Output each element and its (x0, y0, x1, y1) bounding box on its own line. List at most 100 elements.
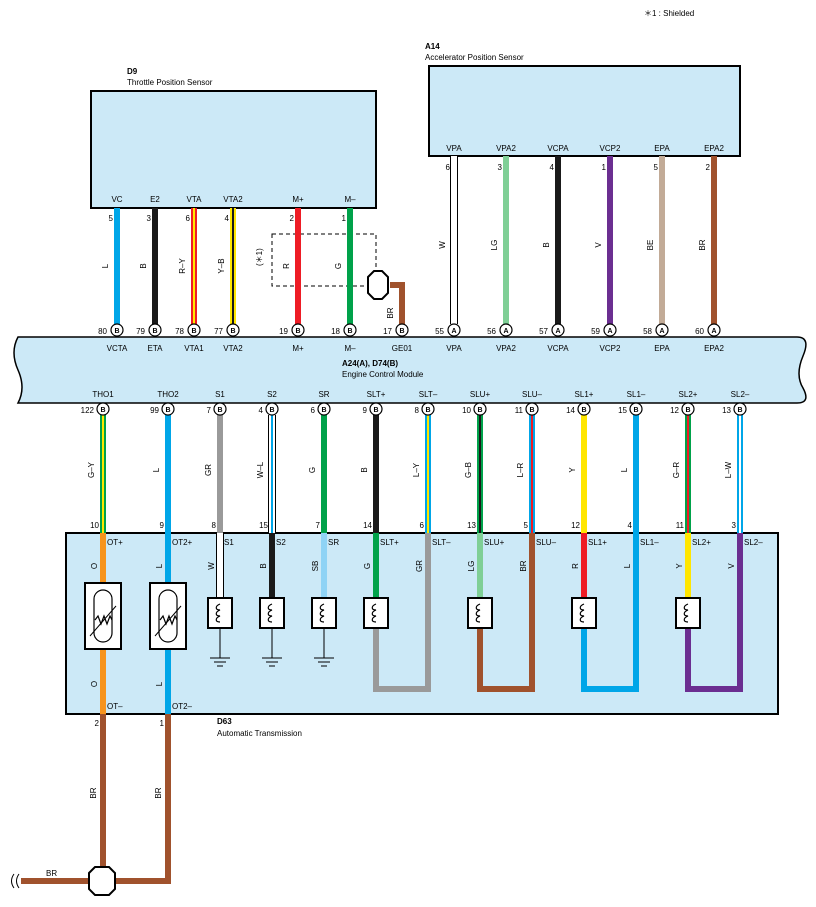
tm-pin-number: 3 (732, 521, 737, 530)
solenoid-box (207, 597, 233, 629)
solenoid-box (675, 597, 701, 629)
connector-circle (681, 402, 695, 416)
wire-color-label: L (623, 563, 632, 568)
wire-color-label: L (152, 467, 161, 472)
ecm-pin-number: 56 (487, 327, 496, 336)
d63-name: Automatic Transmission (217, 729, 302, 738)
connector-circle (551, 323, 565, 337)
wire-color-label: L (155, 681, 164, 686)
wire-color-label: L (101, 263, 110, 268)
wire-color-label: G–Y (87, 461, 96, 478)
ecm-pin-number: 4 (259, 406, 264, 415)
connector-letter: A (711, 328, 716, 335)
solenoid-coil (319, 603, 325, 623)
a14-pin-name: VCPA (547, 144, 569, 153)
solenoid-coil (267, 603, 273, 623)
wire-color-label: R–Y (178, 258, 187, 274)
ecm-pin-label: EPA (654, 344, 670, 353)
wire-color-label: BR (519, 560, 528, 571)
thermistor-zigzag (94, 614, 113, 626)
solenoid-coil (475, 603, 481, 623)
wire-color-label: LG (467, 561, 476, 572)
wire-color-label: Y (675, 563, 684, 569)
tm-pin-number: 14 (363, 521, 372, 530)
wire-color-label: G–R (672, 462, 681, 479)
throttle-sensor-box (90, 90, 377, 209)
ecm-pin-label: VPA2 (496, 344, 516, 353)
wire-color-label: L (620, 467, 629, 472)
ecm-pin-number: 10 (462, 406, 471, 415)
a14-pin-number: 6 (446, 163, 451, 172)
connector-letter: B (633, 407, 638, 414)
tm-pin-label: S2 (276, 538, 286, 547)
ecm-name: Engine Control Module (342, 370, 424, 379)
d9-pin-name: M+ (292, 195, 304, 204)
return-loop-wire (373, 533, 431, 692)
ge01-wire (390, 282, 405, 325)
ecm-code: A24(A), D74(B) (342, 359, 398, 368)
solenoid-symbol (571, 597, 597, 629)
connector-circle (421, 402, 435, 416)
d9-pin-number: 4 (225, 214, 230, 223)
solenoid-symbol (675, 597, 701, 629)
ecm-pin-number: 7 (207, 406, 212, 415)
d9-code: D9 (127, 67, 138, 76)
ecm-pin-label: VCPA (547, 344, 569, 353)
thermistor-arrow (154, 605, 182, 637)
wire-color-label: L–Y (412, 462, 421, 477)
connector-letter: B (100, 407, 105, 414)
connector-letter: B (685, 407, 690, 414)
wire-color-label: O (90, 681, 99, 687)
a14-code: A14 (425, 42, 440, 51)
ground-symbol (210, 628, 230, 667)
connector-circle (629, 402, 643, 416)
ecm-pin-label: ETA (148, 344, 164, 353)
connector-circle (213, 402, 227, 416)
d63-code: D63 (217, 717, 232, 726)
splice-connector (367, 270, 389, 300)
connector-circle (226, 323, 240, 337)
tm-pin-number: 11 (676, 521, 685, 530)
ecm-pin-number: 8 (415, 406, 420, 415)
ecm-pin-label: SL1+ (575, 390, 594, 399)
ecm-pin-number: 58 (643, 327, 652, 336)
ecm-pin-number: 9 (363, 406, 368, 415)
a14-pin-name: EPA (654, 144, 670, 153)
return-loop-path (373, 533, 431, 692)
ecm-pin-label: SL2+ (679, 390, 698, 399)
return-loop-wire (685, 533, 743, 692)
return-loop-wire (581, 533, 639, 692)
ground-wires (21, 714, 171, 884)
connector-circle (603, 323, 617, 337)
connector-circle (343, 323, 357, 337)
connector-circle (148, 323, 162, 337)
ecm-pin-number: 11 (515, 406, 524, 415)
tm-pin-number: 2 (95, 719, 100, 728)
ground-splice-connector (88, 866, 116, 896)
connector-circle (161, 402, 175, 416)
ecm-pin-number: 77 (214, 327, 223, 336)
ecm-pin-label: VCTA (107, 344, 128, 353)
connector-circle (317, 402, 331, 416)
ground-wire-ot2 (115, 714, 171, 884)
d9-name: Throttle Position Sensor (127, 78, 213, 87)
thermistor-capsule (93, 589, 113, 643)
wire-color-label: W (438, 241, 447, 249)
wire-color-label: L (155, 563, 164, 568)
ecm-pin-label: SLT– (419, 390, 438, 399)
solenoid-box (311, 597, 337, 629)
solenoid-coil (215, 603, 221, 623)
